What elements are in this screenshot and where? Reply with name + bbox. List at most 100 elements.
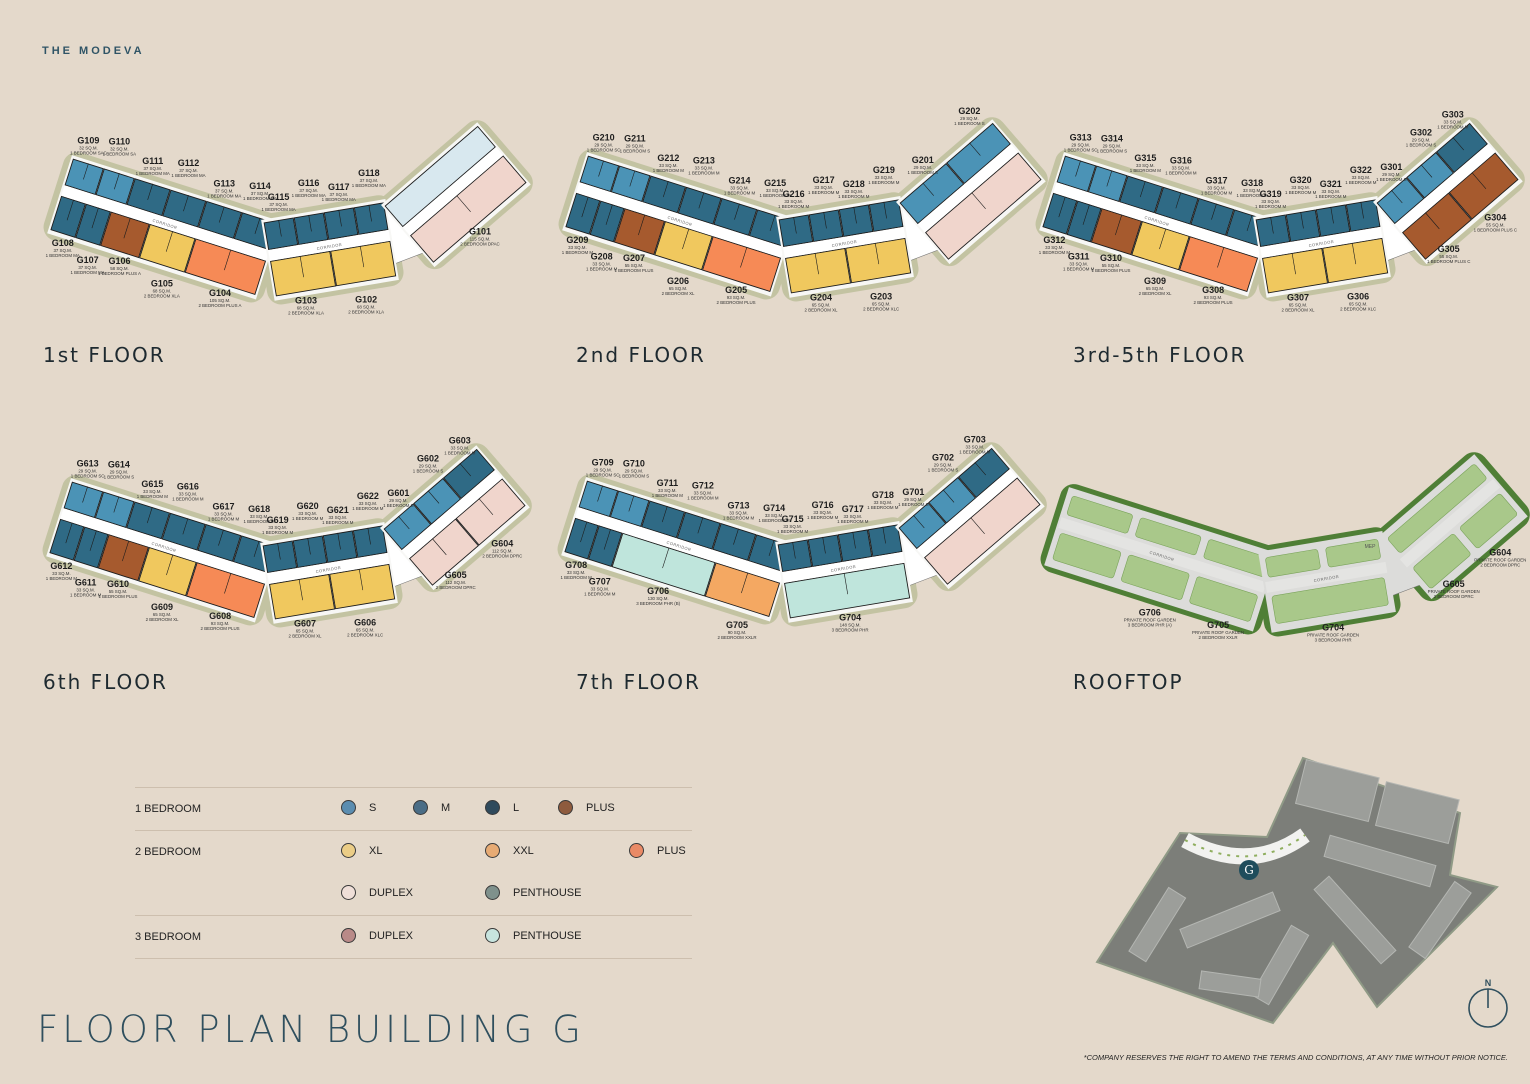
legend-item: S — [341, 800, 376, 815]
unit-wall — [598, 160, 604, 177]
unit-type: 1 BEDROOM M — [808, 190, 840, 195]
wing-west: CORRIDOR — [1044, 487, 1278, 632]
unit-area: 33 SQ.M. — [359, 501, 378, 506]
unit-type: 1 BEDROOM MA — [207, 194, 241, 199]
unit-area: 32 SQ.M. — [79, 145, 98, 150]
unit-code: G101 — [469, 227, 491, 237]
unit-roof — [1265, 549, 1321, 578]
unit-code: G112 — [178, 158, 200, 168]
unit-code: G201 — [912, 155, 934, 165]
wing-east — [381, 122, 531, 268]
unit-code: G207 — [623, 253, 645, 263]
unit-area: 33 SQ.M. — [875, 175, 894, 180]
unit-type: 1 BEDROOM MA — [262, 207, 296, 212]
legend-item: M — [413, 800, 450, 815]
unit-area: 112 SQ.M. — [445, 580, 466, 585]
unit-area: 29 SQ.M. — [626, 143, 645, 148]
compass-north-label: N — [1485, 978, 1492, 988]
unit-code: G706 — [1139, 608, 1161, 618]
unit-code: G212 — [657, 153, 679, 163]
corridor — [916, 469, 1018, 558]
unit-code: G303 — [1442, 109, 1464, 119]
unit-code: G310 — [1100, 253, 1122, 263]
legend-label: PLUS — [586, 801, 615, 814]
unit-area: 33 SQ.M. — [730, 186, 749, 191]
unit-code: G704 — [839, 612, 861, 622]
legend-swatch-icon — [341, 885, 356, 900]
unit-wall — [122, 540, 130, 562]
legend-label: XL — [369, 844, 383, 857]
unit-wall — [89, 530, 97, 551]
corridor-label: CORRIDOR — [316, 242, 342, 251]
legend-label: M — [441, 801, 451, 814]
unit-wall — [974, 462, 987, 476]
unit-area: 33 SQ.M. — [1069, 262, 1088, 267]
unit-area: 33 SQ.M. — [1444, 119, 1463, 124]
unit-area: 65 SQ.M. — [1289, 302, 1308, 307]
building-g-marker[interactable] — [1239, 860, 1259, 880]
unit-G706[interactable] — [1121, 554, 1190, 600]
unit-code: G314 — [1101, 133, 1123, 143]
unit-type: 1 BEDROOM SA — [103, 151, 136, 156]
unit-area: 65 SQ.M. — [669, 286, 688, 291]
legend-item: XXL — [485, 843, 534, 858]
unit-wall — [853, 206, 857, 224]
unit-area: 32 SQ.M. — [110, 146, 129, 151]
unit-wall — [368, 204, 372, 222]
unit-G705[interactable] — [1189, 576, 1258, 622]
unit-area: 33 SQ.M. — [765, 513, 784, 518]
unit-type: 1 BEDROOM PLUS A — [98, 271, 141, 276]
unit-wall — [882, 526, 886, 544]
unit-wall — [224, 249, 232, 271]
unit-area: 148 SQ.M. — [840, 622, 861, 627]
unit-G605[interactable] — [1413, 533, 1472, 589]
unit-G704[interactable] — [1271, 577, 1389, 624]
unit-code: G116 — [298, 178, 320, 188]
unit-code: G111 — [142, 156, 163, 166]
unit-type: 1 BEDROOM SC — [586, 473, 620, 478]
unit-roof — [1052, 533, 1122, 579]
unit-wall — [1471, 172, 1487, 189]
unit-wall — [91, 207, 99, 229]
unit-type: 1 BEDROOM S — [928, 468, 959, 473]
legend-category: 1 BEDROOM — [135, 803, 202, 815]
corridor — [917, 144, 1019, 233]
unit-G604[interactable] — [1459, 493, 1518, 549]
unit-code: G305 — [1438, 244, 1460, 254]
unit-type: 1 BEDROOM M — [653, 168, 685, 173]
wing-mid: CORRIDOR — [260, 522, 398, 624]
unit-type: 1 BEDROOM M — [1039, 250, 1071, 255]
unit-area: 33 SQ.M. — [1261, 199, 1280, 204]
unit-type: 1 BEDROOM M — [352, 506, 384, 511]
unit-area: 29 SQ.M. — [110, 469, 129, 474]
unit-type: 3 BEDROOM PHR (B) — [636, 601, 680, 606]
building-g-marker-label: G — [1244, 863, 1254, 877]
corridor — [1260, 226, 1383, 258]
unit-code: G319 — [1260, 189, 1282, 199]
unit-area: 33 SQ.M. — [659, 163, 678, 168]
unit-area: 33 SQ.M. — [179, 491, 198, 496]
legend-category: 2 BEDROOM — [135, 846, 202, 858]
unit-code: G103 — [295, 295, 317, 305]
unit-wall — [1270, 216, 1274, 234]
unit-code: G613 — [77, 459, 99, 469]
unit-code: G301 — [1380, 162, 1402, 172]
unit-area: 33 SQ.M. — [1243, 188, 1262, 193]
unit-area: 33 SQ.M. — [1045, 245, 1064, 250]
